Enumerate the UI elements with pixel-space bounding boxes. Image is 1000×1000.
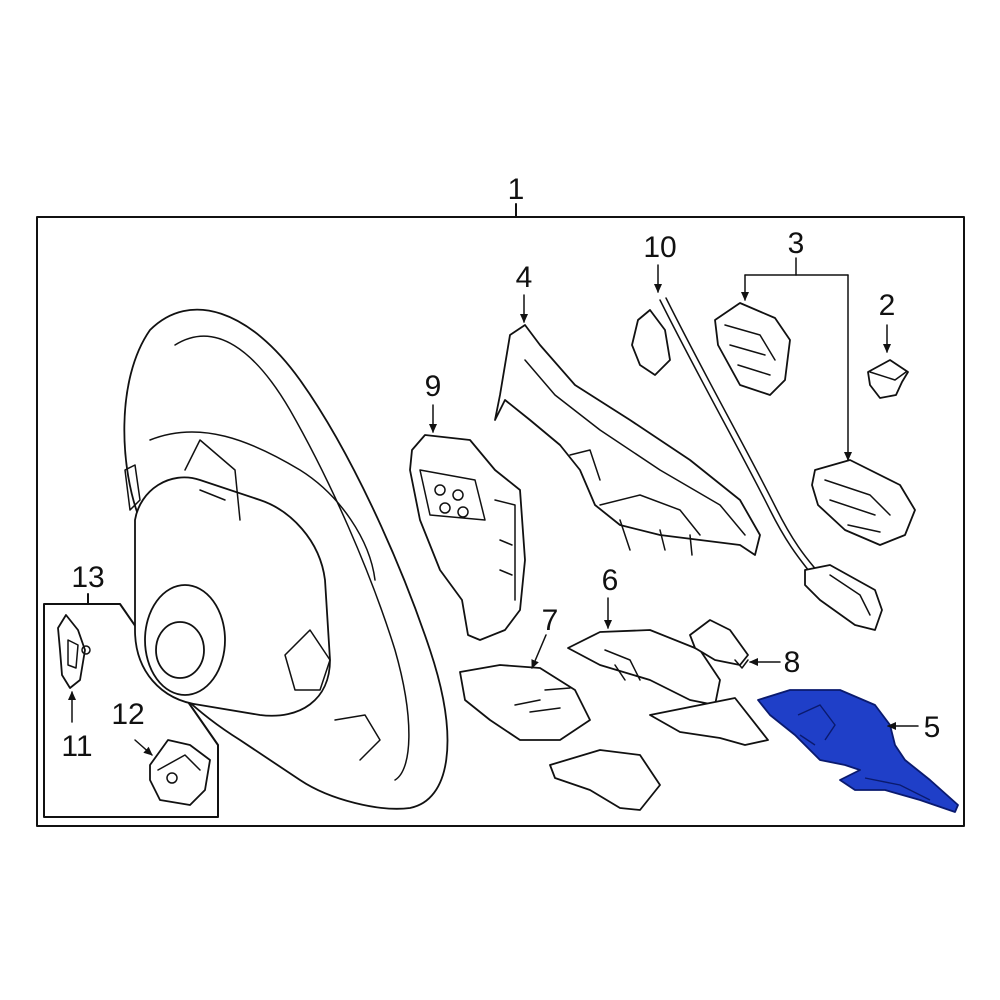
callout-11: 11 (61, 730, 92, 763)
callout-7-leader (531, 634, 547, 669)
part-7-lower-cover (459, 664, 661, 811)
callout-10: 10 (643, 231, 676, 264)
subkit-frame (43, 603, 219, 818)
part-4-bezel-trim (494, 324, 761, 556)
callout-9: 9 (425, 370, 442, 403)
callout-12: 12 (111, 698, 144, 731)
callout-12-leader (134, 739, 153, 756)
part-6-cover (567, 629, 769, 746)
part-9-switch-housing (409, 434, 526, 641)
callout-2: 2 (879, 289, 896, 322)
steering-wheel (123, 308, 449, 810)
part-2-screw (867, 359, 909, 399)
callout-6: 6 (602, 564, 619, 597)
part-11-clip (57, 614, 91, 689)
part-8-small-trim (689, 619, 749, 669)
part-12-bracket (149, 739, 211, 806)
part-5-paddle-cover-highlighted (757, 689, 959, 813)
assembly-frame (36, 216, 965, 827)
callout-13: 13 (71, 561, 104, 594)
callout-1: 1 (508, 173, 525, 206)
part-10-wire-harness (631, 297, 883, 631)
callout-7: 7 (542, 604, 559, 637)
callout-8: 8 (784, 646, 801, 679)
part-3-switch-upper (714, 302, 791, 396)
part-3-switch-lower (811, 459, 916, 546)
callout-4: 4 (516, 261, 533, 294)
callout-3: 3 (788, 227, 805, 260)
callout-5: 5 (924, 711, 941, 744)
